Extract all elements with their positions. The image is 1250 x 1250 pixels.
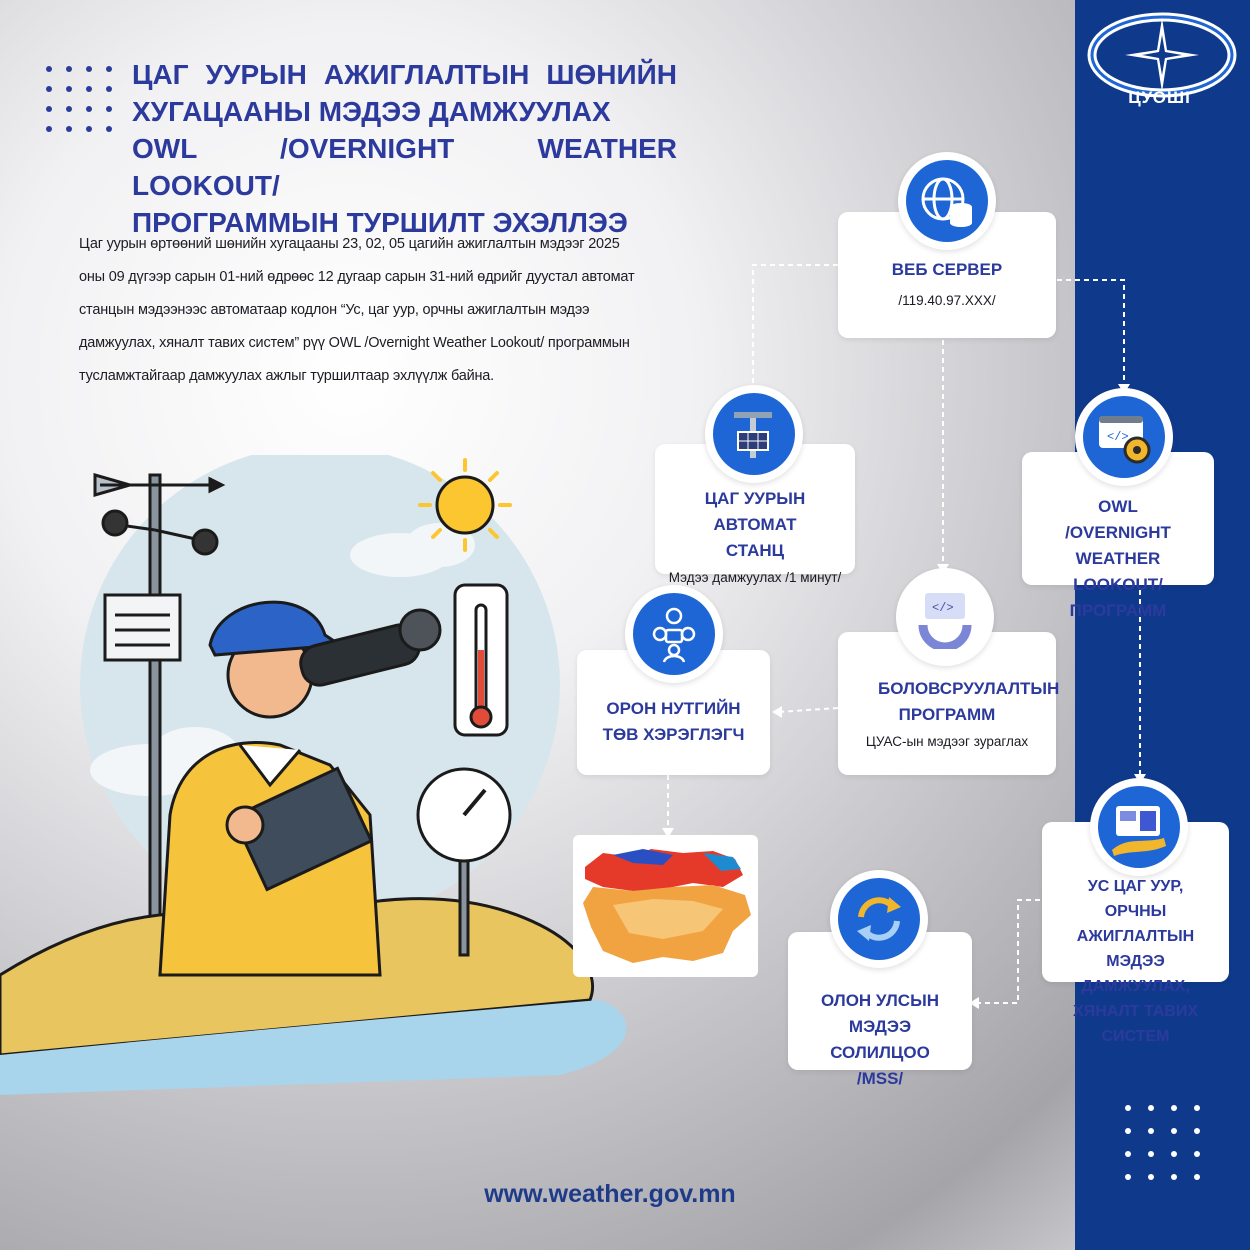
node-web-server-subtitle: /119.40.97.XXX/: [898, 293, 996, 308]
organization-logo: ЦУОШГ: [1087, 10, 1237, 110]
svg-text:</>: </>: [1107, 430, 1129, 444]
observer-illustration: [0, 455, 627, 1095]
users-icon: [625, 585, 723, 683]
node-auto-station-subtitle: Мэдээ дамжуулах /1 минут/: [668, 570, 842, 585]
title-line-3: OWL /Overnight Weather Lookout/: [132, 133, 677, 201]
node-processing-program-title: БОЛОВСРУУЛАЛТЫН ПРОГРАММ: [878, 679, 1060, 724]
observer-person: [158, 600, 442, 977]
logo-text: ЦУОШГ: [1128, 88, 1196, 107]
node-web-server-title: ВЕБ СЕРВЕР: [891, 260, 1003, 279]
exchange-arrows-icon: [830, 870, 928, 968]
gauge-icon: [416, 767, 512, 957]
title-line-2: ХУГАЦААНЫ МЭДЭЭ ДАМЖУУЛАХ: [132, 96, 611, 127]
code-gear-icon: </>: [1075, 388, 1173, 486]
decorative-dots-bottom-right: [1125, 1105, 1200, 1180]
sun-icon: [418, 458, 512, 552]
intro-paragraph: Цаг уурын өртөөний шөнийн хугацааны 23, …: [79, 236, 635, 384]
node-monitoring-system: УС ЦАГ УУР, ОРЧНЫ АЖИГЛАЛТЫН МЭДЭЭ ДАМЖУ…: [1042, 822, 1229, 1045]
node-mss-title: ОЛОН УЛСЫН МЭДЭЭ СОЛИЛЦОО /MSS/: [820, 991, 939, 1088]
weather-vane-icon: [93, 473, 226, 947]
node-processing-program-subtitle: ЦУАС-ын мэдээг зураглах: [865, 734, 1029, 749]
decorative-dots-top-left: [46, 66, 112, 132]
node-local-user-title: ОРОН НУТГИЙН ТӨВ ХЭРЭГЛЭГЧ: [602, 699, 745, 744]
svg-text:</>: </>: [932, 601, 954, 615]
weather-station-icon: [705, 385, 803, 483]
thermometer-icon: [453, 583, 509, 737]
globe-database-icon: [898, 152, 996, 250]
node-monitoring-system-title: УС ЦАГ УУР, ОРЧНЫ АЖИГЛАЛТЫН МЭДЭЭ ДАМЖУ…: [1073, 878, 1198, 1045]
mongolia-weather-map: [573, 835, 758, 977]
title-line-1: ЦАГ УУРЫН АЖИГЛАЛТЫН ШӨНИЙН: [132, 59, 677, 90]
code-cog-icon: </>: [896, 568, 994, 666]
right-blue-strip: [1075, 0, 1250, 1250]
node-owl-program-title: OWL /OVERNIGHT WEATHER LOOKOUT/ ПРОГРАММ: [1065, 497, 1171, 620]
node-auto-station-title: ЦАГ УУРЫН АВТОМАТ СТАНЦ: [704, 489, 806, 560]
page-title: ЦАГ УУРЫН АЖИГЛАЛТЫН ШӨНИЙН ХУГАЦААНЫ МЭ…: [132, 56, 677, 241]
title-line-4: ПРОГРАММЫН ТУРШИЛТ ЭХЭЛЛЭЭ: [132, 207, 628, 238]
monitoring-dashboard-icon: [1090, 778, 1188, 876]
website-link[interactable]: www.weather.gov.mn: [484, 1180, 736, 1208]
